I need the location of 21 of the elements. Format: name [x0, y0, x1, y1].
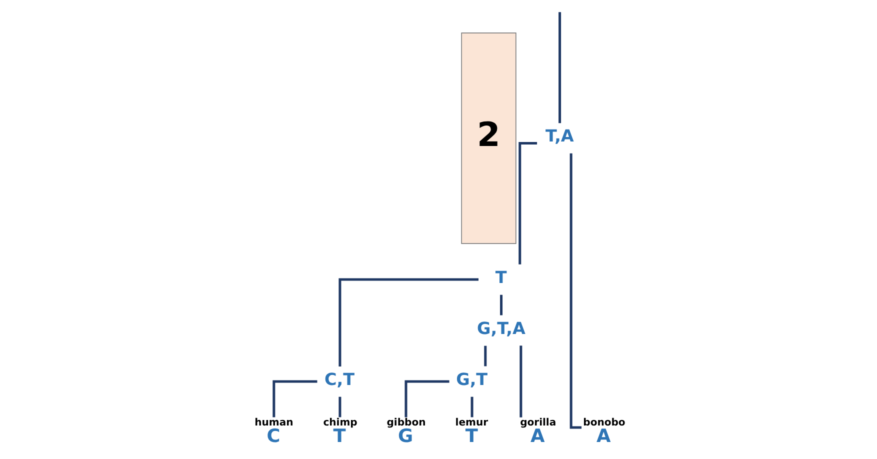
node-text: gorilla A — [520, 417, 556, 448]
connector — [519, 346, 522, 418]
connector — [484, 346, 486, 366]
node-text: chimp T — [322, 417, 357, 448]
node-text: T,A — [545, 126, 574, 146]
connector — [338, 278, 478, 366]
node-text: gibbon G — [386, 417, 426, 448]
node-text: lemur T — [454, 417, 488, 448]
node-text: G,T — [456, 368, 488, 389]
connector — [338, 396, 341, 418]
node-text: human C — [254, 417, 293, 448]
node-box: 2 — [460, 32, 516, 244]
connector — [500, 294, 502, 316]
connector — [272, 380, 317, 418]
connector — [558, 12, 561, 124]
connector — [404, 380, 449, 418]
node-text: bonobo A — [582, 417, 625, 448]
node-text: C,T — [324, 368, 354, 389]
connector — [470, 396, 473, 418]
node-text: G,T,A — [476, 318, 525, 338]
node-text: T — [494, 266, 506, 287]
